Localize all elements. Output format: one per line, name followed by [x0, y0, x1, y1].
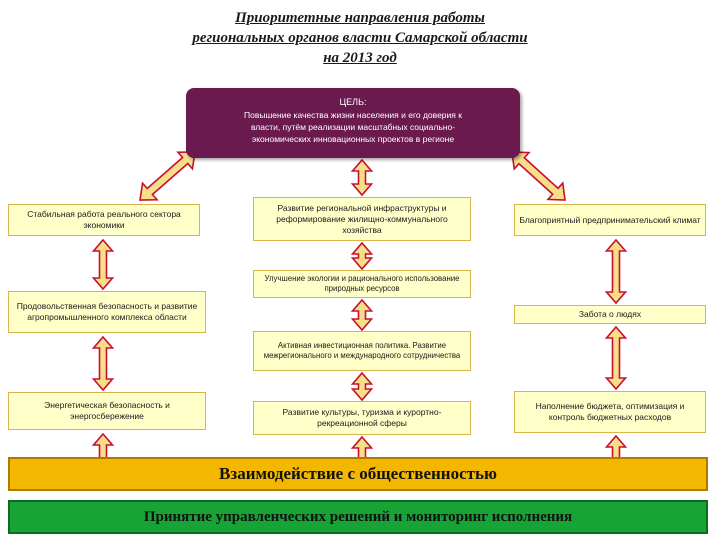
- center-box-investment-text: Активная инвестиционная политика. Развит…: [263, 340, 461, 361]
- right-box-business-climate: Благоприятный предпринимательский климат: [514, 204, 706, 236]
- left-box-economy: Стабильная работа реального сектора экон…: [8, 204, 200, 236]
- center-box-infrastructure: Развитие региональной инфраструктуры и р…: [253, 197, 471, 241]
- arrow-center-2-3-icon: [350, 298, 374, 332]
- arrow-right-1-2-icon: [604, 238, 628, 305]
- center-box-culture-text: Развитие культуры, туризма и курортно-ре…: [282, 407, 442, 428]
- left-box-food-security-text: Продовольственная безопасность и развити…: [16, 301, 198, 322]
- right-box-budget: Наполнение бюджета, оптимизация и контро…: [514, 391, 706, 433]
- title-line-1: Приоритетные направления работы: [235, 10, 485, 26]
- arrow-goal-to-right-icon: [511, 151, 566, 201]
- goal-box: ЦЕЛЬ: Повышение качества жизни населения…: [186, 88, 520, 158]
- center-box-infrastructure-text: Развитие региональной инфраструктуры и р…: [276, 202, 448, 235]
- right-box-budget-text: Наполнение бюджета, оптимизация и контро…: [535, 401, 685, 422]
- right-box-business-climate-text: Благоприятный предпринимательский климат: [519, 214, 701, 225]
- title-line-2: региональных органов власти Самарской об…: [192, 30, 528, 46]
- center-box-ecology: Улучшение экологии и рационального испол…: [253, 270, 471, 298]
- arrow-center-1-2-icon: [350, 241, 374, 271]
- left-box-energy-text: Энергетическая безопасность и энергосбер…: [44, 400, 170, 421]
- diagram-title: Приоритетные направления работы регионал…: [110, 8, 610, 68]
- arrow-right-2-3-icon: [604, 325, 628, 391]
- public-interaction-band: Взаимодействие с общественностью: [8, 457, 708, 491]
- public-interaction-text: Взаимодействие с общественностью: [219, 464, 497, 483]
- arrow-goal-to-left-icon: [139, 151, 196, 201]
- arrow-left-1-2-icon: [91, 238, 115, 291]
- decisions-monitoring-band: Принятие управленческих решений и монито…: [8, 500, 708, 534]
- decisions-monitoring-text: Принятие управленческих решений и монито…: [143, 508, 573, 525]
- arrow-center-3-4-icon: [350, 371, 374, 402]
- center-box-investment: Активная инвестиционная политика. Развит…: [253, 331, 471, 371]
- goal-label: ЦЕЛЬ:: [339, 97, 367, 107]
- title-line-3: на 2013 год: [323, 50, 397, 66]
- left-box-energy: Энергетическая безопасность и энергосбер…: [8, 392, 206, 430]
- right-box-care-text: Забота о людях: [578, 309, 642, 319]
- goal-text-line-2: власти, путём реализации масштабных соци…: [250, 122, 456, 132]
- center-box-ecology-text: Улучшение экологии и рационального испол…: [264, 273, 460, 294]
- arrow-left-2-3-icon: [91, 335, 115, 392]
- left-box-economy-text: Стабильная работа реального сектора экон…: [27, 209, 181, 230]
- goal-text-line-3: экономических инновационных проектов в р…: [251, 134, 455, 144]
- left-box-food-security: Продовольственная безопасность и развити…: [8, 291, 206, 333]
- center-box-culture: Развитие культуры, туризма и курортно-ре…: [253, 401, 471, 435]
- goal-text-line-1: Повышение качества жизни населения и его…: [244, 110, 462, 120]
- arrow-goal-to-center-icon: [350, 158, 374, 197]
- right-box-care: Забота о людях: [514, 305, 706, 324]
